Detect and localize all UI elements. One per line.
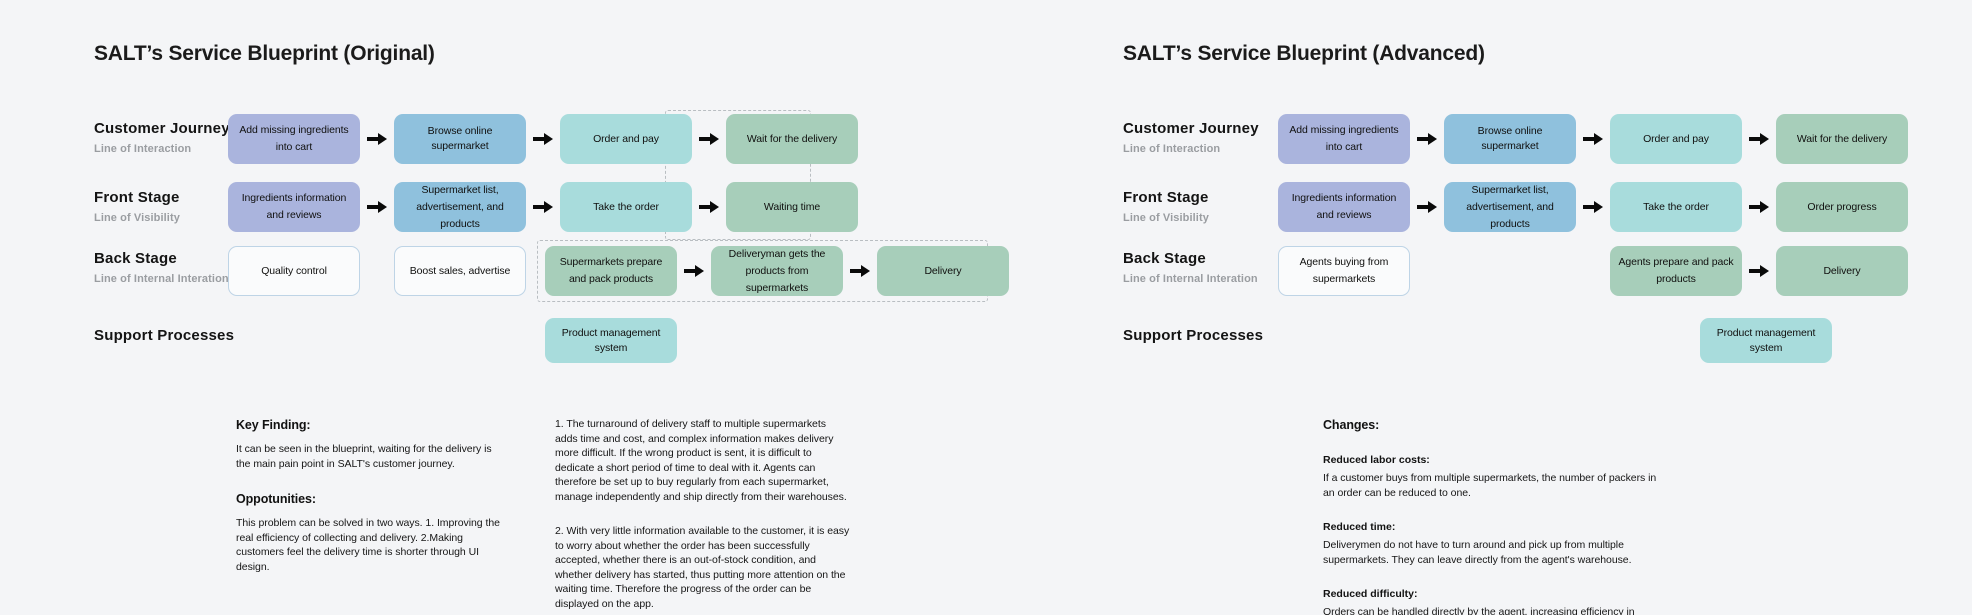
- page-title-advanced: SALT’s Service Blueprint (Advanced): [1123, 42, 1485, 65]
- note-body: If a customer buys from multiple superma…: [1323, 472, 1657, 499]
- arrow-icon: [850, 264, 870, 278]
- note-heading: Oppotunities:: [236, 492, 316, 506]
- step-box-customer-journey-3[interactable]: Order and pay: [560, 114, 692, 164]
- step-box-back-stage-3[interactable]: Supermarkets prepare and pack products: [545, 246, 677, 296]
- row-subtitle: Line of Interaction: [94, 143, 192, 155]
- step-box-customer-journey-1[interactable]: Add missing ingredients into cart: [228, 114, 360, 164]
- row-label-support-processes: Support Processes: [94, 327, 234, 345]
- step-box-back-stage-4[interactable]: Deliveryman gets the products from super…: [711, 246, 843, 296]
- row-title: Front Stage: [94, 189, 180, 206]
- blueprint-original-panel: SALT’s Service Blueprint (Original) Cust…: [94, 42, 1009, 611]
- arrow-icon: [1583, 200, 1603, 214]
- row-title: Back Stage: [94, 250, 177, 267]
- step-box-support-process-1[interactable]: Product management system: [1700, 318, 1832, 363]
- row-label-customer-journey: Customer Journey Line of Interaction: [1123, 120, 1259, 156]
- note-body: This problem can be solved in two ways. …: [236, 517, 500, 573]
- step-box-customer-journey-2[interactable]: Browse online supermarket: [1444, 114, 1576, 164]
- arrow-icon: [699, 200, 719, 214]
- note-paragraph-1: 1. The turnaround of delivery staff to m…: [555, 418, 847, 503]
- step-box-front-stage-2[interactable]: Supermarket list, advertisement, and pro…: [1444, 182, 1576, 232]
- row-label-front-stage: Front Stage Line of Visibility: [1123, 189, 1209, 225]
- note-subheading: Reduced difficulty:: [1323, 588, 1418, 600]
- page-title-original: SALT’s Service Blueprint (Original): [94, 42, 435, 65]
- row-title: Back Stage: [1123, 250, 1206, 267]
- row-title: Support Processes: [1123, 327, 1264, 344]
- step-box-customer-journey-4[interactable]: Wait for the delivery: [726, 114, 858, 164]
- step-box-customer-journey-3[interactable]: Order and pay: [1610, 114, 1742, 164]
- step-box-customer-journey-2[interactable]: Browse online supermarket: [394, 114, 526, 164]
- step-box-back-stage-1[interactable]: Quality control: [228, 246, 360, 296]
- step-box-front-stage-1[interactable]: Ingredients information and reviews: [228, 182, 360, 232]
- note-paragraph-2: 2. With very little information availabl…: [555, 525, 850, 610]
- note-body: Deliverymen do not have to turn around a…: [1323, 539, 1632, 566]
- arrow-icon: [1749, 132, 1769, 146]
- note-body: It can be seen in the blueprint, waiting…: [236, 443, 492, 470]
- note-changes: Changes: Reduced labor costs: If a custo…: [1323, 417, 1668, 615]
- arrow-icon: [533, 200, 553, 214]
- row-label-support-processes: Support Processes: [1123, 327, 1263, 345]
- step-box-back-stage-5[interactable]: Delivery: [877, 246, 1009, 296]
- row-label-back-stage: Back Stage Line of Internal Interation: [94, 250, 229, 286]
- step-box-front-stage-1[interactable]: Ingredients information and reviews: [1278, 182, 1410, 232]
- note-heading: Key Finding:: [236, 418, 311, 432]
- note-subheading: Reduced labor costs:: [1323, 454, 1430, 466]
- arrow-icon: [1417, 132, 1437, 146]
- row-subtitle: Line of Internal Interation: [1123, 273, 1258, 285]
- arrow-icon: [533, 132, 553, 146]
- row-label-front-stage: Front Stage Line of Visibility: [94, 189, 180, 225]
- row-title: Customer Journey: [1123, 120, 1259, 137]
- arrow-icon: [1583, 132, 1603, 146]
- step-box-front-stage-4[interactable]: Order progress: [1776, 182, 1908, 232]
- note-subheading: Reduced time:: [1323, 521, 1396, 533]
- note-key-finding: Key Finding: It can be seen in the bluep…: [236, 417, 501, 574]
- row-subtitle: Line of Interaction: [1123, 143, 1221, 155]
- arrow-icon: [1749, 200, 1769, 214]
- arrow-icon: [1749, 264, 1769, 278]
- step-box-front-stage-3[interactable]: Take the order: [560, 182, 692, 232]
- step-box-support-process-1[interactable]: Product management system: [545, 318, 677, 363]
- note-heading: Changes:: [1323, 418, 1380, 432]
- step-box-customer-journey-1[interactable]: Add missing ingredients into cart: [1278, 114, 1410, 164]
- step-box-front-stage-2[interactable]: Supermarket list, advertisement, and pro…: [394, 182, 526, 232]
- note-body: Orders can be handled directly by the ag…: [1323, 606, 1635, 615]
- row-label-back-stage: Back Stage Line of Internal Interation: [1123, 250, 1258, 286]
- step-box-customer-journey-4[interactable]: Wait for the delivery: [1776, 114, 1908, 164]
- step-box-front-stage-4[interactable]: Waiting time: [726, 182, 858, 232]
- arrow-icon: [684, 264, 704, 278]
- step-box-front-stage-3[interactable]: Take the order: [1610, 182, 1742, 232]
- row-title: Customer Journey: [94, 120, 230, 137]
- step-box-back-stage-3[interactable]: Delivery: [1776, 246, 1908, 296]
- step-box-back-stage-1[interactable]: Agents buying from supermarkets: [1278, 246, 1410, 296]
- row-subtitle: Line of Internal Interation: [94, 273, 229, 285]
- arrow-icon: [367, 200, 387, 214]
- row-title: Support Processes: [94, 327, 235, 344]
- arrow-icon: [367, 132, 387, 146]
- row-subtitle: Line of Visibility: [94, 212, 180, 224]
- arrow-icon: [1417, 200, 1437, 214]
- row-title: Front Stage: [1123, 189, 1209, 206]
- row-label-customer-journey: Customer Journey Line of Interaction: [94, 120, 230, 156]
- arrow-icon: [699, 132, 719, 146]
- row-subtitle: Line of Visibility: [1123, 212, 1209, 224]
- step-box-back-stage-2[interactable]: Agents prepare and pack products: [1610, 246, 1742, 296]
- blueprint-advanced-panel: SALT’s Service Blueprint (Advanced) Cust…: [1050, 0, 1972, 615]
- note-analysis: 1. The turnaround of delivery staff to m…: [555, 417, 850, 611]
- step-box-back-stage-2[interactable]: Boost sales, advertise: [394, 246, 526, 296]
